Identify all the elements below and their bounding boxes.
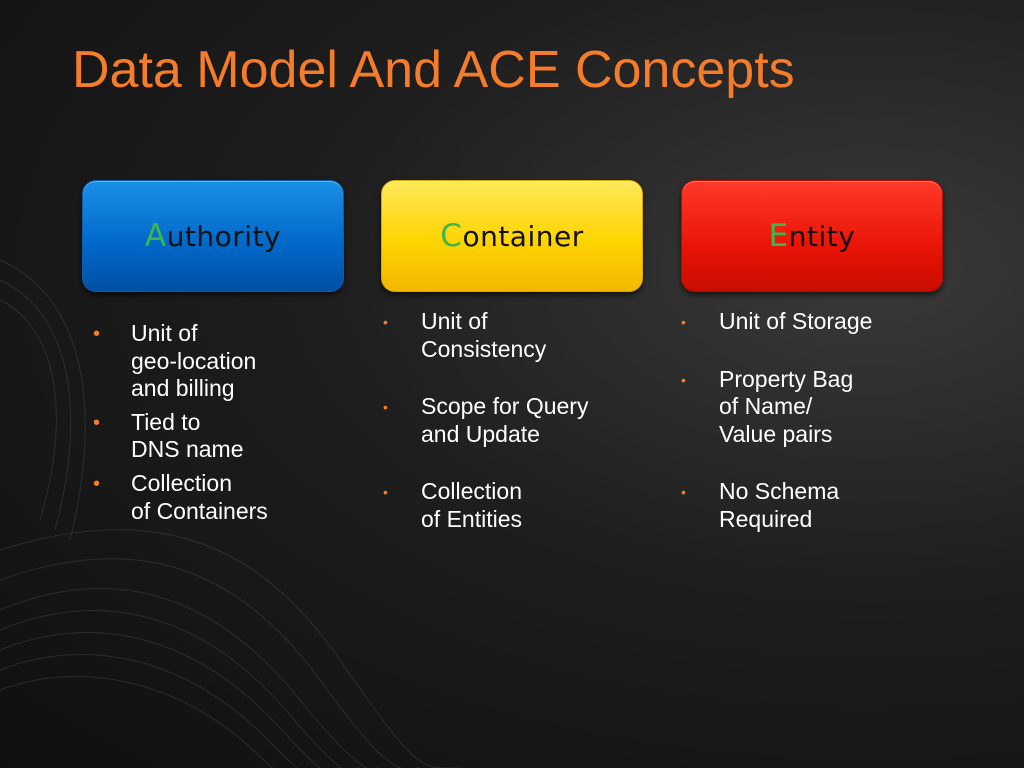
- list-item-line: Consistency: [421, 335, 547, 362]
- bullet-icon: •: [681, 484, 686, 501]
- list-item-line: of Name/: [719, 393, 813, 420]
- list-item-line: of Entities: [421, 505, 522, 532]
- list-item: • No Schema Required: [681, 478, 961, 533]
- list-item-line: Tied to: [131, 408, 201, 435]
- list-item-line: Value pairs: [719, 420, 833, 447]
- bullet-icon: •: [93, 323, 101, 345]
- bullet-icon: •: [383, 484, 388, 501]
- list-item-line: Collection: [421, 478, 522, 505]
- list-item-line: Unit of: [131, 320, 198, 346]
- list-item: • Unit of geo-location and billing: [93, 320, 353, 403]
- container-card: Container: [381, 180, 643, 292]
- bullet-icon: •: [383, 399, 388, 416]
- bullet-icon: •: [383, 314, 388, 330]
- list-item: • Unit of Consistency: [383, 308, 653, 363]
- bullet-icon: •: [93, 411, 101, 434]
- entity-rest: ntity: [788, 220, 856, 253]
- bullet-icon: •: [681, 314, 686, 330]
- list-item-line: Collection: [131, 469, 232, 496]
- container-rest: ontainer: [462, 220, 584, 253]
- list-item-line: geo-location: [131, 347, 257, 374]
- list-item-line: Unit of Storage: [719, 308, 873, 334]
- authority-card-label: Authority: [145, 218, 281, 254]
- list-item-line: Unit of: [421, 308, 488, 334]
- list-item: • Scope for Query and Update: [383, 393, 653, 448]
- entity-initial: E: [768, 218, 789, 254]
- entity-card: Entity: [681, 180, 943, 292]
- list-item-line: of Containers: [131, 497, 268, 524]
- authority-card: Authority: [82, 180, 344, 292]
- list-item-line: DNS name: [131, 436, 244, 463]
- slide-title: Data Model And ACE Concepts: [72, 41, 795, 99]
- container-card-label: Container: [440, 218, 583, 254]
- list-item-line: and billing: [131, 375, 235, 402]
- authority-initial: A: [144, 218, 167, 254]
- list-item-line: No Schema: [719, 478, 840, 505]
- list-item: • Collection of Containers: [93, 470, 353, 525]
- list-item: • Property Bag of Name/ Value pairs: [681, 366, 961, 449]
- list-item-line: Property Bag: [719, 365, 854, 392]
- authority-bullet-list: • Unit of geo-location and billing • Tie…: [93, 320, 353, 531]
- list-item: • Tied to DNS name: [93, 409, 353, 464]
- list-item-line: and Update: [421, 420, 540, 447]
- entity-card-label: Entity: [769, 218, 856, 254]
- authority-rest: uthority: [166, 220, 282, 253]
- container-bullet-list: • Unit of Consistency • Scope for Query …: [383, 308, 653, 564]
- bullet-icon: •: [93, 472, 101, 495]
- entity-bullet-list: • Unit of Storage • Property Bag of Name…: [681, 308, 961, 564]
- list-item-line: Required: [719, 505, 813, 532]
- list-item-line: Scope for Query: [421, 393, 589, 420]
- list-item: • Unit of Storage: [681, 308, 961, 336]
- container-initial: C: [440, 218, 463, 254]
- list-item: • Collection of Entities: [383, 478, 653, 533]
- bullet-icon: •: [681, 371, 686, 388]
